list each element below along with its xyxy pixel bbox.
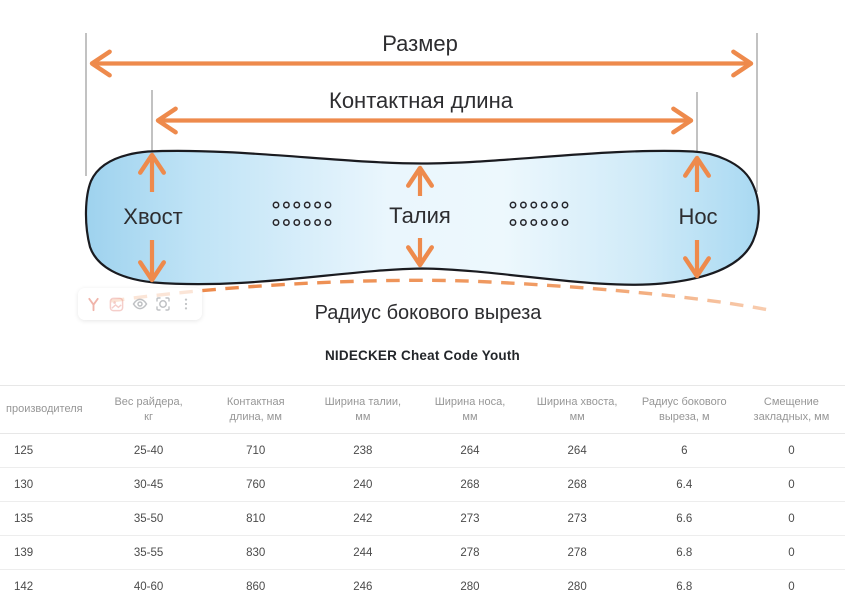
table-cell: 278: [567, 546, 587, 559]
label-contact-length: Контактная длина: [329, 88, 514, 113]
table-cell: 35-55: [133, 546, 164, 559]
snowboard-outline: [84, 149, 760, 286]
table-cell: 810: [246, 512, 266, 525]
table-cell: 268: [460, 478, 480, 491]
table-cell: 0: [788, 444, 795, 457]
camera-icon[interactable]: [153, 294, 173, 314]
table-cell: 142: [14, 580, 34, 593]
table-cell: 40-60: [133, 580, 164, 593]
image-search-icon[interactable]: [107, 294, 127, 314]
insert-dots-left: [272, 201, 332, 226]
col-header-manufacturer-length: производителя: [6, 403, 83, 415]
table-cell: 240: [353, 478, 373, 491]
table-cell: 6.8: [676, 580, 693, 593]
table-cell: 125: [14, 444, 34, 457]
table-cell: 6.6: [676, 512, 693, 525]
table-cell: 6.4: [676, 478, 693, 491]
table-cell: 242: [353, 512, 373, 525]
table-cell: 139: [14, 546, 34, 559]
table-row: 135 35-50 810 242 273 273 6.6 0: [0, 502, 845, 536]
label-waist: Талия: [389, 203, 451, 228]
table-cell: 280: [460, 580, 480, 593]
table-cell: 278: [460, 546, 480, 559]
col-header-waist-width: Ширина талии,мм: [324, 395, 402, 423]
eye-icon[interactable]: [130, 294, 150, 314]
table-cell: 273: [567, 512, 587, 525]
table-cell: 264: [460, 444, 480, 457]
label-sidecut-radius: Радиус бокового выреза: [315, 302, 543, 324]
table-cell: 830: [246, 546, 266, 559]
table-cell: 0: [788, 546, 795, 559]
col-header-nose-width: Ширина носа,мм: [434, 395, 506, 423]
table-cell: 30-45: [133, 478, 164, 491]
table-cell: 280: [567, 580, 587, 593]
table-cell: 135: [14, 512, 34, 525]
yandex-icon[interactable]: [84, 294, 104, 314]
image-hover-toolbar: [78, 288, 202, 320]
table-cell: 268: [567, 478, 587, 491]
table-row: 139 35-55 830 244 278 278 6.8 0: [0, 536, 845, 570]
measure-guide-lines: [85, 33, 758, 192]
table-cell: 0: [788, 512, 795, 525]
table-cell: 246: [353, 580, 373, 593]
table-cell: 244: [353, 546, 373, 559]
table-cell: 0: [788, 478, 795, 491]
snowboard-dimensions-diagram: Размер Контактная длина Хвост: [84, 31, 770, 324]
table-cell: 760: [246, 478, 266, 491]
label-tail: Хвост: [123, 204, 182, 229]
table-cell: 238: [353, 444, 373, 457]
col-header-tail-width: Ширина хвоста,мм: [536, 395, 618, 423]
board-model-title: NIDECKER Cheat Code Youth: [324, 348, 520, 363]
sidecut-radius-curve: [110, 278, 770, 312]
label-size: Размер: [382, 31, 458, 56]
insert-dots-right: [509, 201, 569, 226]
table-cell: 0: [788, 580, 795, 593]
table-cell: 35-50: [133, 512, 164, 525]
table-cell: 130: [14, 478, 34, 491]
table-row: 142 40-60 860 246 280 280 6.8 0: [0, 570, 845, 600]
table-cell: 6.8: [676, 546, 693, 559]
label-nose: Нос: [678, 204, 717, 229]
table-cell: 25-40: [133, 444, 164, 457]
table-cell: 264: [567, 444, 587, 457]
table-cell: 6: [681, 444, 688, 457]
table-cell: 273: [460, 512, 480, 525]
col-header-rider-weight: Вес райдера,кг: [114, 395, 183, 423]
table-cell: 710: [246, 444, 266, 457]
table-row: 130 30-45 760 240 268 268 6.4 0: [0, 468, 845, 502]
table-row: 125 25-40 710 238 264 264 6 0: [0, 434, 845, 468]
kebab-menu-icon[interactable]: [176, 294, 196, 314]
table-cell: 860: [246, 580, 266, 593]
